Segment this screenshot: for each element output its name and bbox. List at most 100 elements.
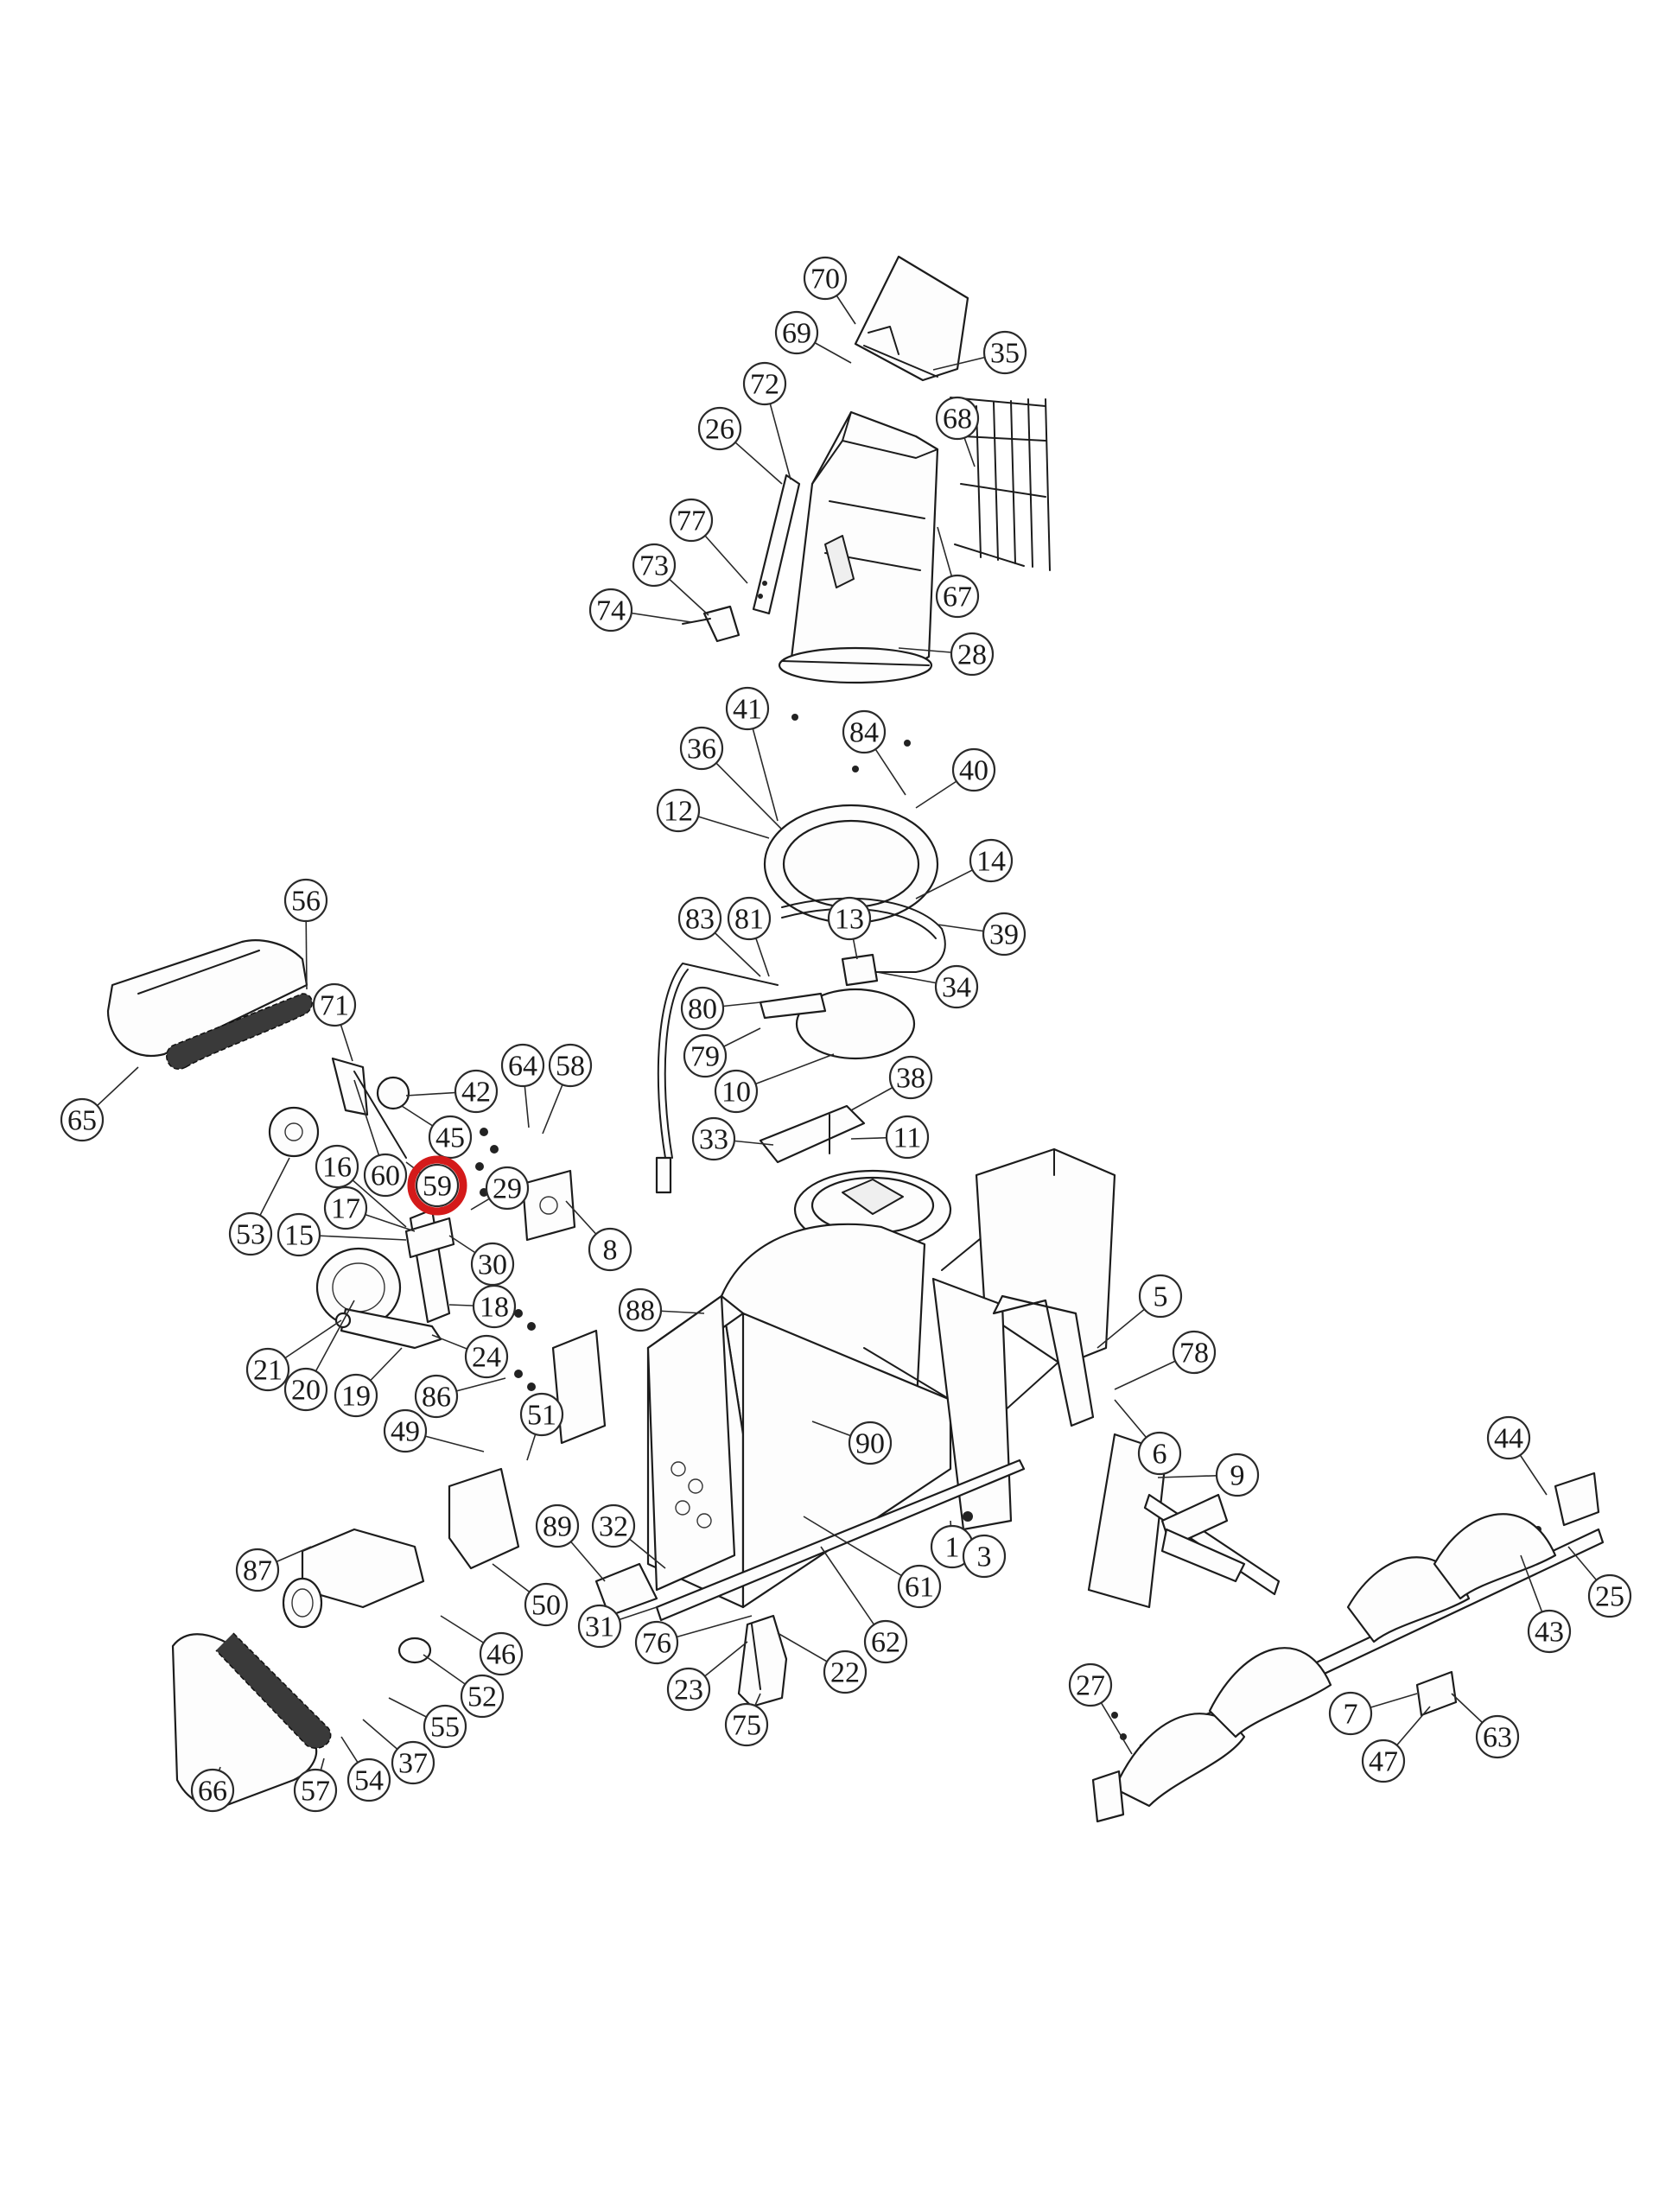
callout-22[interactable]: 22 — [823, 1649, 868, 1694]
callout-75[interactable]: 75 — [724, 1702, 769, 1747]
callout-14[interactable]: 14 — [969, 838, 1014, 883]
callout-6[interactable]: 6 — [1137, 1431, 1182, 1476]
callout-50[interactable]: 50 — [524, 1582, 569, 1627]
callout-72[interactable]: 72 — [742, 361, 787, 406]
callout-label: 24 — [472, 1342, 501, 1374]
callout-56[interactable]: 56 — [283, 878, 328, 923]
callout-18[interactable]: 18 — [472, 1284, 517, 1329]
callout-24[interactable]: 24 — [464, 1334, 509, 1379]
callout-51[interactable]: 51 — [519, 1392, 564, 1437]
callout-32[interactable]: 32 — [591, 1503, 636, 1548]
callout-circle — [276, 1212, 321, 1257]
callout-7[interactable]: 7 — [1328, 1691, 1373, 1736]
callout-12[interactable]: 12 — [656, 788, 701, 833]
callout-86[interactable]: 86 — [414, 1374, 459, 1419]
callout-circle — [323, 1185, 368, 1230]
callout-17[interactable]: 17 — [323, 1185, 368, 1230]
callout-37[interactable]: 37 — [391, 1740, 435, 1785]
callout-46[interactable]: 46 — [479, 1631, 524, 1676]
callout-label: 57 — [301, 1776, 330, 1808]
callout-45[interactable]: 45 — [428, 1115, 473, 1160]
callout-69[interactable]: 69 — [774, 310, 819, 355]
callout-83[interactable]: 83 — [677, 896, 722, 941]
callout-90[interactable]: 90 — [848, 1421, 893, 1465]
callout-circle — [632, 543, 677, 588]
callout-73[interactable]: 73 — [632, 543, 677, 588]
callout-70[interactable]: 70 — [803, 256, 848, 301]
callout-19[interactable]: 19 — [334, 1373, 378, 1418]
callout-circle — [315, 1144, 359, 1189]
callout-28[interactable]: 28 — [950, 632, 995, 677]
callout-84[interactable]: 84 — [842, 709, 887, 754]
callout-63[interactable]: 63 — [1475, 1714, 1520, 1759]
callout-60[interactable]: 60 — [363, 1153, 408, 1198]
callout-27[interactable]: 27 — [1068, 1662, 1113, 1707]
callout-26[interactable]: 26 — [697, 406, 742, 451]
callout-21[interactable]: 21 — [245, 1347, 290, 1392]
callout-16[interactable]: 16 — [315, 1144, 359, 1189]
callout-36[interactable]: 36 — [679, 726, 724, 771]
callout-66[interactable]: 66 — [190, 1768, 235, 1813]
callout-74[interactable]: 74 — [588, 588, 633, 632]
callout-57[interactable]: 57 — [293, 1768, 338, 1813]
callout-39[interactable]: 39 — [982, 912, 1027, 957]
callout-label: 67 — [943, 582, 972, 613]
callout-9[interactable]: 9 — [1215, 1452, 1260, 1497]
callout-8[interactable]: 8 — [588, 1227, 632, 1272]
callout-40[interactable]: 40 — [951, 747, 996, 792]
callout-34[interactable]: 34 — [934, 964, 979, 1009]
callout-13[interactable]: 13 — [827, 896, 872, 941]
callout-label: 75 — [732, 1710, 761, 1742]
callout-circle — [725, 686, 770, 731]
callout-circle — [460, 1674, 505, 1719]
callout-3[interactable]: 3 — [962, 1534, 1007, 1579]
callout-64[interactable]: 64 — [500, 1043, 545, 1088]
callout-circle — [935, 396, 980, 441]
callout-68[interactable]: 68 — [935, 396, 980, 441]
callout-circle — [962, 1534, 1007, 1579]
callout-circle — [697, 406, 742, 451]
callout-76[interactable]: 76 — [634, 1620, 679, 1665]
callout-49[interactable]: 49 — [383, 1408, 428, 1453]
callout-65[interactable]: 65 — [60, 1097, 105, 1142]
callout-62[interactable]: 62 — [863, 1619, 908, 1664]
callout-31[interactable]: 31 — [577, 1604, 622, 1649]
callout-42[interactable]: 42 — [454, 1069, 499, 1114]
callout-58[interactable]: 58 — [548, 1043, 593, 1088]
chute-rotation-band — [781, 897, 946, 987]
callout-33[interactable]: 33 — [691, 1116, 736, 1161]
callout-61[interactable]: 61 — [897, 1564, 942, 1609]
callout-53[interactable]: 53 — [228, 1211, 273, 1256]
callout-79[interactable]: 79 — [683, 1033, 728, 1078]
callout-44[interactable]: 44 — [1486, 1415, 1531, 1460]
callout-5[interactable]: 5 — [1138, 1274, 1183, 1319]
callout-label: 20 — [291, 1375, 321, 1407]
callout-circle — [470, 1242, 515, 1287]
callout-15[interactable]: 15 — [276, 1212, 321, 1257]
callout-25[interactable]: 25 — [1587, 1573, 1632, 1618]
callout-71[interactable]: 71 — [312, 982, 357, 1027]
callout-67[interactable]: 67 — [935, 574, 980, 619]
callout-88[interactable]: 88 — [618, 1287, 663, 1332]
callout-78[interactable]: 78 — [1172, 1330, 1217, 1375]
callout-41[interactable]: 41 — [725, 686, 770, 731]
callout-77[interactable]: 77 — [669, 498, 714, 543]
callout-89[interactable]: 89 — [535, 1503, 580, 1548]
callout-81[interactable]: 81 — [727, 896, 772, 941]
callout-54[interactable]: 54 — [346, 1758, 391, 1802]
callout-87[interactable]: 87 — [235, 1548, 280, 1592]
callout-59[interactable]: 59 — [415, 1163, 460, 1208]
callout-11[interactable]: 11 — [885, 1115, 930, 1160]
callout-52[interactable]: 52 — [460, 1674, 505, 1719]
callout-30[interactable]: 30 — [470, 1242, 515, 1287]
callout-80[interactable]: 80 — [680, 986, 725, 1031]
callout-10[interactable]: 10 — [714, 1069, 759, 1114]
callout-29[interactable]: 29 — [485, 1166, 530, 1211]
callout-23[interactable]: 23 — [666, 1667, 711, 1712]
callout-47[interactable]: 47 — [1361, 1738, 1406, 1783]
callout-38[interactable]: 38 — [888, 1055, 933, 1100]
callout-35[interactable]: 35 — [982, 330, 1027, 375]
callout-43[interactable]: 43 — [1527, 1609, 1572, 1654]
callout-20[interactable]: 20 — [283, 1367, 328, 1412]
callout-55[interactable]: 55 — [423, 1704, 467, 1749]
